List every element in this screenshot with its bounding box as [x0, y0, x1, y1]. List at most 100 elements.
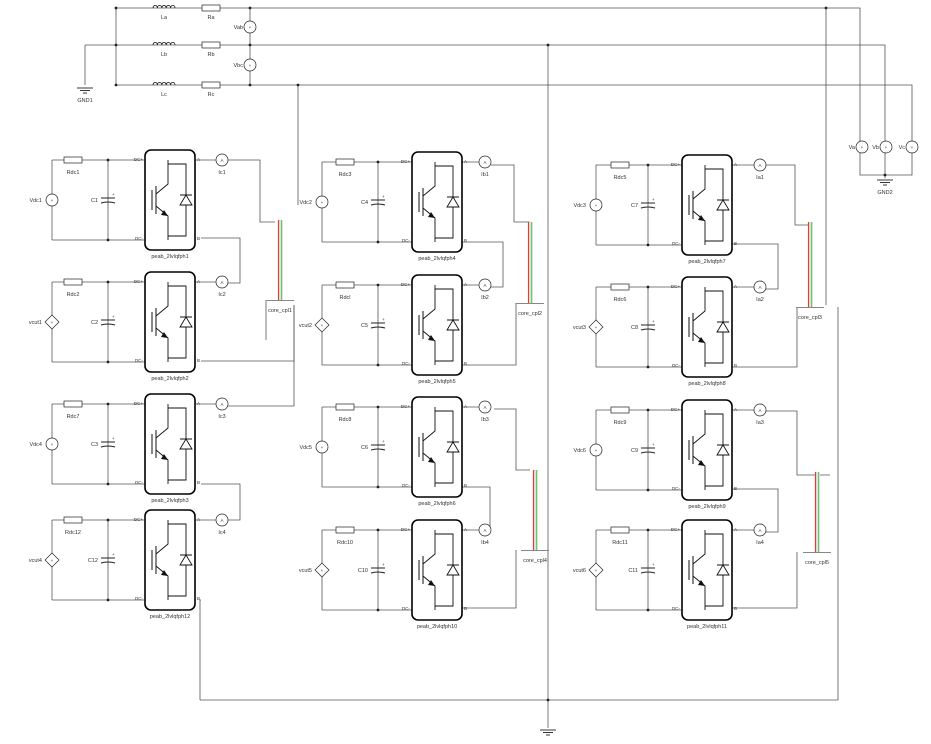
- igbt-arrow: [428, 212, 435, 218]
- capacitor-C9[interactable]: +C9: [631, 442, 656, 454]
- capacitor-label: C5: [361, 323, 368, 329]
- junction-dot: [546, 698, 550, 702]
- source-vab[interactable]: +Vab: [234, 20, 257, 34]
- source-Vdc1[interactable]: +Vdc1: [29, 193, 59, 207]
- core-coupler-3[interactable]: core_cpl3: [796, 222, 824, 321]
- polarity-mark: +: [382, 194, 385, 199]
- capacitor-C6[interactable]: +C6: [361, 439, 386, 451]
- junction-dot: [248, 83, 252, 87]
- resistor-Rdc3[interactable]: Rdc3: [335, 158, 355, 178]
- capacitor-C3[interactable]: +C3: [91, 436, 116, 448]
- source-vcut2[interactable]: +vcut2: [299, 317, 330, 333]
- core-coupler-5[interactable]: core_cpl5: [803, 472, 831, 566]
- resistor-Rb[interactable]: Rb: [201, 41, 221, 58]
- polarity-mark: +: [112, 314, 115, 319]
- source-Vdc3[interactable]: +Vdc3: [573, 198, 603, 212]
- module-label: peab_2lvlqfph7: [688, 259, 725, 265]
- module-box: [144, 393, 196, 495]
- ammeter-symbol: [478, 400, 492, 414]
- source-vcut4[interactable]: +vcut4: [29, 552, 60, 568]
- capacitor-C8[interactable]: +C8: [631, 319, 656, 331]
- capacitor-C5[interactable]: +C5: [361, 317, 386, 329]
- diode-body: [716, 564, 730, 576]
- resistor-Rdc5[interactable]: Rdc5: [610, 161, 630, 181]
- ammeter-label: Ia1: [756, 175, 764, 181]
- source-vcut3[interactable]: +vcut3: [573, 319, 604, 335]
- capacitor-C1[interactable]: +C1: [91, 192, 116, 204]
- capacitor-C11[interactable]: +C11: [628, 562, 656, 574]
- resistor-Rdc8[interactable]: Rdc8: [335, 403, 355, 423]
- source-vbc[interactable]: +Vbc: [234, 58, 257, 72]
- source-Vdc6[interactable]: +Vdc6: [573, 443, 603, 457]
- source-vcut1[interactable]: +vcut1: [29, 314, 60, 330]
- polarity-mark: +: [595, 325, 598, 330]
- source-vb[interactable]: +Vb: [872, 140, 893, 154]
- inductor-Lc[interactable]: Lc: [152, 82, 176, 98]
- core-coupler-4[interactable]: core_cpl4: [521, 470, 549, 564]
- source-Vdc2[interactable]: +Vdc2: [299, 195, 329, 209]
- source-va[interactable]: +Va: [849, 140, 869, 154]
- resistor-Rc[interactable]: Rc: [201, 81, 221, 98]
- pin-dcplus: DC+: [134, 157, 143, 162]
- resistor-Rdc11[interactable]: Rdc11: [610, 526, 630, 546]
- module-box: [681, 519, 733, 621]
- source-vcut5[interactable]: +vcut5: [299, 562, 330, 578]
- source-Vdc5[interactable]: +Vdc5: [299, 440, 329, 454]
- capacitor-C7[interactable]: +C7: [631, 197, 656, 209]
- core-coupler-2[interactable]: core_cpl2: [516, 222, 544, 317]
- junction-dot: [376, 608, 380, 612]
- source-vc[interactable]: +Vc: [899, 140, 919, 154]
- module-label: peab_2lvlqfph4: [418, 256, 455, 262]
- resistor-label: Rdc8: [339, 417, 352, 423]
- resistor-Rdc9[interactable]: Rdc9: [610, 406, 630, 426]
- capacitor-C12[interactable]: +C12: [88, 552, 116, 564]
- module-box: [144, 509, 196, 611]
- module-label: peab_2lvlqfph12: [150, 614, 190, 620]
- source-label: vcut4: [29, 558, 42, 564]
- resistor-Rdc10[interactable]: Rdc10: [335, 526, 355, 546]
- source-Vdc4[interactable]: +Vdc4: [29, 437, 59, 451]
- resistor-Rdc1[interactable]: Rdc1: [63, 156, 83, 176]
- inductor-Lb[interactable]: Lb: [152, 42, 176, 58]
- resistor-body: [201, 41, 221, 49]
- inductor-La[interactable]: La: [152, 5, 176, 21]
- resistor-Rdc6[interactable]: Rdc6: [610, 283, 630, 303]
- resistor-Rdc12[interactable]: Rdc12: [63, 516, 83, 536]
- wire: [116, 7, 861, 140]
- resistor-Ra[interactable]: Ra: [201, 4, 221, 21]
- capacitor-C10[interactable]: +C10: [358, 562, 386, 574]
- source-vcut6[interactable]: +vcut6: [573, 562, 604, 578]
- resistor-Rdcl[interactable]: Rdcl: [335, 281, 355, 301]
- resistor-Rdc2[interactable]: Rdc2: [63, 278, 83, 298]
- resistor-body: [335, 526, 355, 534]
- resistor-Rdc7[interactable]: Rdc7: [63, 400, 83, 420]
- capacitor-C4[interactable]: +C4: [361, 194, 386, 206]
- capacitor-C2[interactable]: +C2: [91, 314, 116, 326]
- core-coupler-1[interactable]: core_cpl1: [266, 220, 294, 314]
